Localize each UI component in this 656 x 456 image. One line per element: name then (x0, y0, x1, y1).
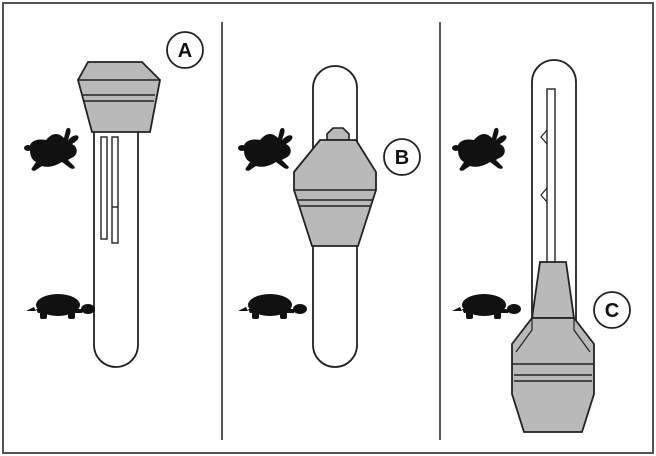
rail-a (93, 130, 139, 368)
label-c-badge: C (593, 291, 631, 329)
panel-c: C (452, 59, 631, 433)
label-a: A (178, 40, 192, 62)
knob-c (511, 261, 595, 433)
label-c: C (605, 300, 619, 322)
knob-a (77, 61, 161, 133)
label-b: B (395, 147, 409, 169)
slot-a-right (111, 136, 119, 244)
knob-b (293, 127, 377, 247)
label-a-badge: A (166, 31, 204, 69)
panel-b: B (238, 65, 421, 368)
label-b-badge: B (383, 138, 421, 176)
slot-a-left (100, 136, 108, 240)
panel-a: A (24, 31, 204, 368)
